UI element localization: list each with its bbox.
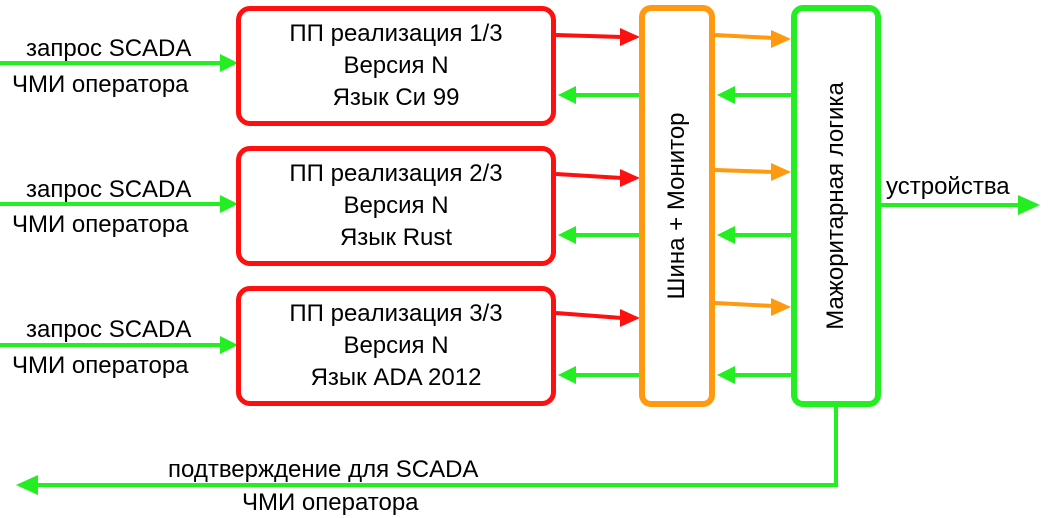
feedback-label-line2: ЧМИ оператора	[242, 489, 419, 516]
input-label-line2: ЧМИ оператора	[12, 71, 189, 98]
input-label-line2: ЧМИ оператора	[12, 211, 189, 238]
voter-to-bus-arrowhead-3	[717, 366, 735, 384]
implementation-version: Версия N	[343, 52, 449, 79]
feedback-arrow	[36, 407, 838, 487]
implementation-version: Версия N	[343, 332, 449, 359]
input-label-line1: запрос SCADA	[26, 316, 192, 343]
impl-to-bus-arrow-2	[555, 172, 623, 180]
input-arrowhead-2	[220, 195, 238, 213]
implementation-box-3: ПП реализация 3/3 Версия N Язык ADA 2012	[236, 286, 556, 406]
output-label: устройства	[886, 173, 1010, 200]
input-label-1: запрос SCADA	[26, 35, 191, 63]
feedback-arrowhead	[16, 475, 38, 495]
input-label-line2: ЧМИ оператора	[12, 352, 189, 379]
implementation-version: Версия N	[343, 192, 449, 219]
bus-to-voter-arrow-3	[714, 301, 774, 308]
bus-to-voter-arrow-2	[714, 168, 774, 174]
implementation-language: Язык Rust	[339, 224, 453, 251]
input-label-line1: запрос SCADA	[26, 176, 192, 203]
input-label-2: запрос SCADA	[26, 176, 191, 204]
voter-to-bus-arrowhead-1	[717, 86, 735, 104]
implementation-title: ПП реализация 3/3	[289, 300, 503, 327]
implementation-language: Язык Си 99	[332, 84, 460, 111]
impl-to-bus-arrow-1	[555, 33, 623, 39]
output-arrowhead	[1018, 195, 1040, 215]
impl-to-bus-arrowhead-3	[620, 309, 640, 327]
input-arrowhead-3	[220, 336, 238, 354]
implementation-language: Язык ADA 2012	[310, 364, 482, 391]
bus-to-impl-arrowhead-3	[558, 366, 576, 384]
impl-to-bus-arrowhead-1	[620, 28, 640, 46]
bus-to-impl-arrowhead-1	[558, 86, 576, 104]
bus-monitor-label: Шина + Монитор	[663, 112, 690, 300]
input-label-2b: ЧМИ оператора	[12, 211, 189, 239]
impl-to-bus-arrowhead-2	[620, 169, 640, 187]
feedback-label-line1: подтверждение для SCADA	[168, 456, 479, 483]
impl-to-bus-arrow-3	[555, 311, 623, 320]
input-label-line1: запрос SCADA	[26, 35, 192, 62]
implementation-box-1: ПП реализация 1/3 Версия N Язык Си 99	[236, 6, 556, 126]
bus-to-voter-arrowhead-3	[771, 298, 791, 316]
implementation-title: ПП реализация 2/3	[289, 160, 503, 187]
implementation-box-2: ПП реализация 2/3 Версия N Язык Rust	[236, 146, 556, 266]
bus-to-voter-arrowhead-1	[771, 30, 791, 48]
implementation-title: ПП реализация 1/3	[289, 20, 503, 47]
bus-to-voter-arrowhead-2	[771, 163, 791, 181]
input-label-1b: ЧМИ оператора	[12, 71, 189, 99]
input-arrowhead-1	[220, 54, 238, 72]
majority-logic-box: Мажоритарная логика	[791, 5, 881, 407]
bus-monitor-box: Шина + Монитор	[639, 5, 715, 407]
input-label-3b: ЧМИ оператора	[12, 352, 189, 380]
majority-logic-label: Мажоритарная логика	[822, 82, 849, 330]
input-label-3: запрос SCADA	[26, 316, 191, 344]
bus-to-impl-arrowhead-2	[558, 226, 576, 244]
bus-to-voter-arrow-1	[714, 33, 774, 40]
voter-to-bus-arrowhead-2	[717, 226, 735, 244]
